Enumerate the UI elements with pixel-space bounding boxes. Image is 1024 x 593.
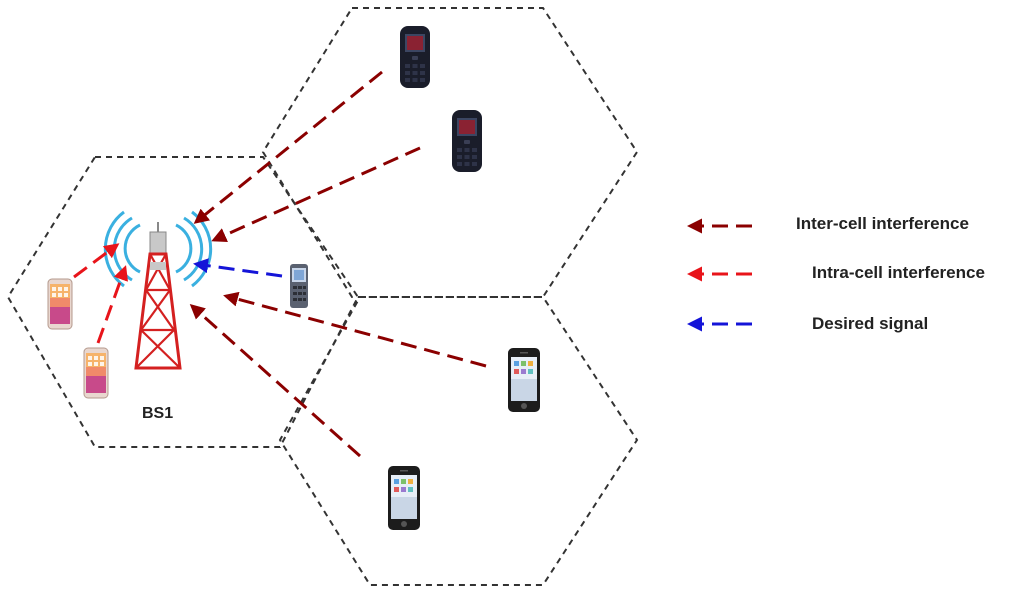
intra-cell-arrow-1 [73, 243, 120, 279]
inter-cell-arrow-3 [223, 291, 487, 368]
legend: Inter-cell interference Intra-cell inter… [687, 214, 985, 333]
feature-phone-icon-top-1 [400, 26, 430, 88]
cell-top-hexagon [261, 7, 639, 298]
cell-bottom-hexagon [278, 296, 639, 586]
legend-label-desired: Desired signal [812, 314, 928, 333]
inter-cell-arrow-1 [193, 70, 383, 224]
legend-item-inter-cell: Inter-cell interference [687, 214, 969, 234]
color-phone-icon-left-1 [47, 278, 73, 330]
base-station-label: BS1 [142, 405, 173, 422]
smartphone-icon-bottom-1 [508, 348, 540, 412]
feature-phone-icon-top-2 [452, 110, 482, 172]
legend-label-intra-cell: Intra-cell interference [812, 263, 985, 282]
cell-bs1-hexagon [6, 156, 360, 448]
desired-signal-arrow [193, 258, 283, 278]
base-station-tower-icon [103, 210, 213, 370]
legend-label-inter-cell: Inter-cell interference [796, 214, 969, 233]
intra-cell-arrow-2 [96, 265, 128, 344]
inter-cell-arrow-2 [211, 146, 421, 242]
color-phone-icon-left-2 [83, 347, 109, 399]
candy-phone-icon-desired [290, 264, 308, 308]
legend-item-intra-cell: Intra-cell interference [687, 263, 985, 282]
smartphone-icon-bottom-2 [388, 466, 420, 530]
inter-cell-arrow-4 [189, 304, 361, 458]
legend-item-desired: Desired signal [687, 314, 928, 333]
